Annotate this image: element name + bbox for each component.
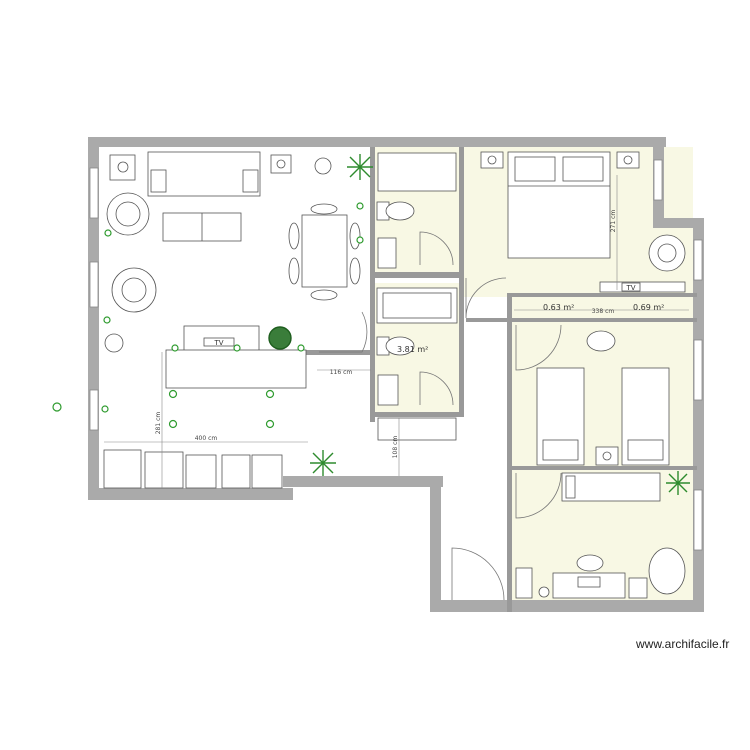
dim-bedroom-height: 271 cm (610, 210, 617, 233)
tv-label-living: TV (213, 339, 223, 347)
light-markers (52, 202, 364, 429)
doors (319, 231, 562, 601)
inner-walls (302, 147, 697, 612)
dim-hall-height: 108 cm (392, 436, 399, 459)
dim-living-width: 400 cm (195, 435, 218, 442)
sofa (147, 151, 261, 197)
living-furniture (103, 151, 361, 489)
closet-strip-floor (512, 297, 693, 319)
dim-passage-width: 116 cm (330, 369, 353, 376)
dining-table (301, 214, 348, 288)
single-bed-office (561, 472, 661, 502)
area-closet-left: 0.63 m² (543, 303, 574, 312)
shower (377, 152, 457, 192)
dim-living-height: 281 cm (155, 412, 162, 435)
bath-fixtures (376, 152, 458, 441)
oval-chair (648, 547, 686, 595)
outer-walls (88, 137, 704, 612)
plants (268, 154, 690, 495)
area-bath: 3.81 m² (397, 345, 428, 354)
tv-label-bedroom: TV (625, 284, 635, 292)
area-closet-right: 0.69 m² (633, 303, 664, 312)
dim-closet-width: 338 cm (592, 308, 615, 315)
watermark: www.archifacile.fr (636, 637, 730, 651)
bedroom-furniture (480, 151, 686, 599)
dimension-lines (104, 175, 689, 488)
windows (89, 159, 703, 551)
kitchen-counter (165, 349, 307, 389)
